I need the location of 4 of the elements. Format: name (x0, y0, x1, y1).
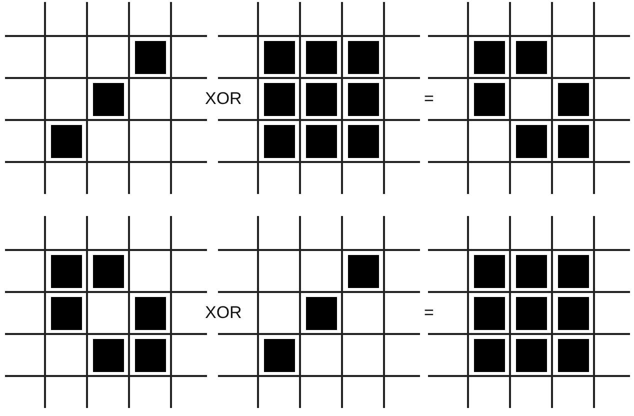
operator-label: XOR (205, 303, 242, 323)
equals-sign: = (424, 89, 434, 109)
operator-label: XOR (205, 89, 242, 109)
equals-sign: = (424, 303, 434, 323)
